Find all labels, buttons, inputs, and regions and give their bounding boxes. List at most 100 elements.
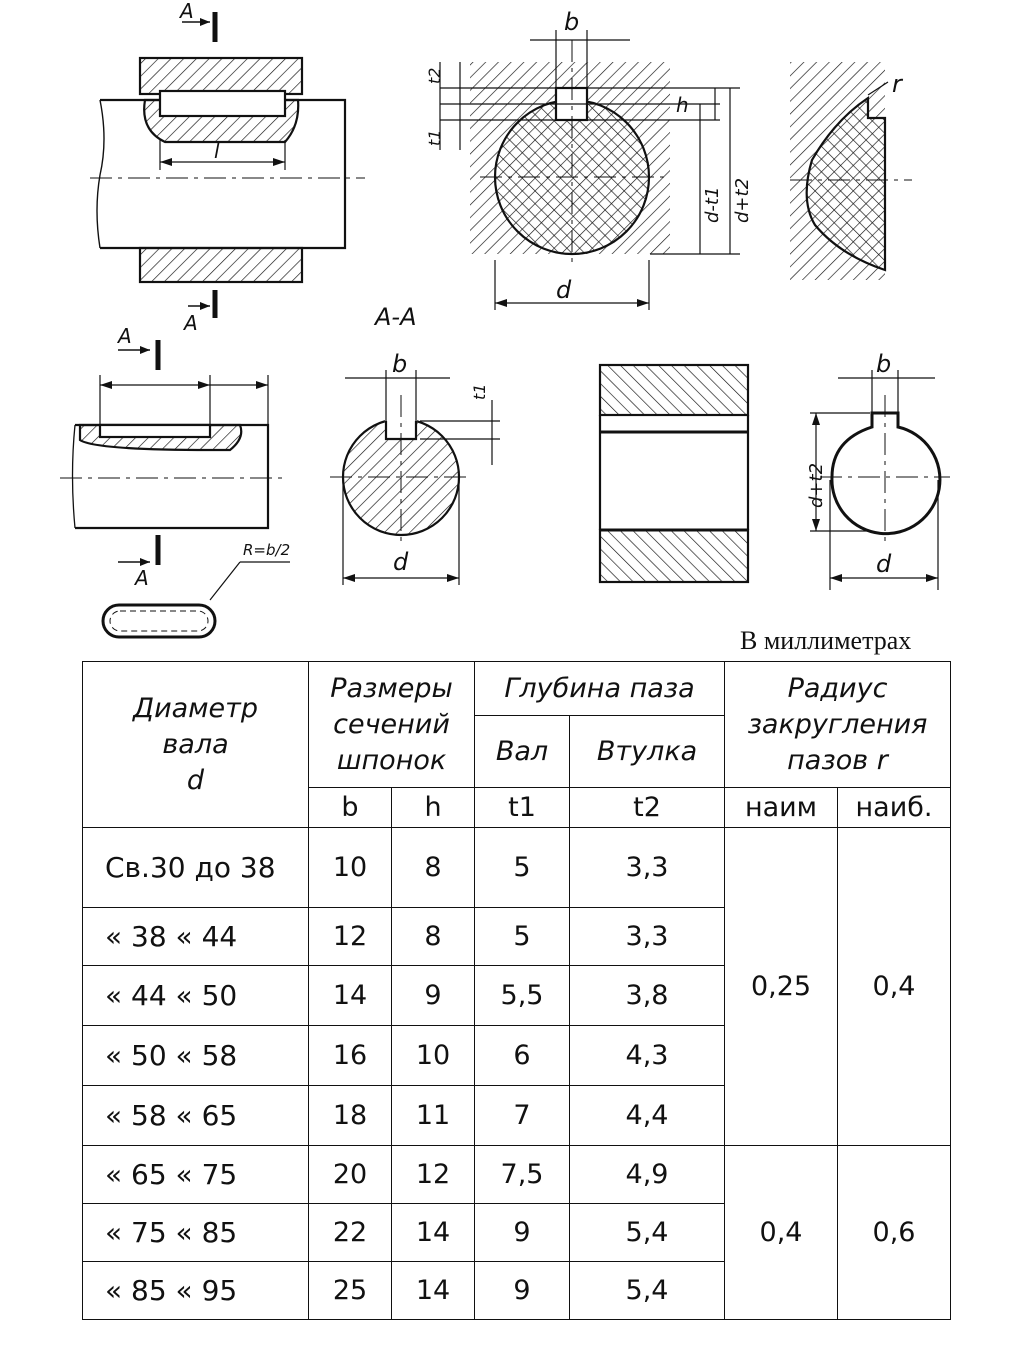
key-dimensions-table: Диаметр вала d Размеры сечений шпонок Гл… <box>82 661 951 1320</box>
label-d-minus-t1: d-t1 <box>702 187 723 223</box>
header-diameter-line3: d <box>186 764 205 796</box>
section-mark-bottom-2: A <box>133 566 149 590</box>
label-diameter-d-1: d <box>556 276 572 304</box>
cell-t2: 5,4 <box>569 1261 725 1320</box>
header-radius-line1: Радиус <box>787 672 888 704</box>
header-diameter: Диаметр вала d <box>82 661 309 828</box>
cell-t1: 9 <box>474 1203 570 1262</box>
header-radius-line3: пазов r <box>787 744 888 776</box>
header-t1: t1 <box>474 787 570 828</box>
cell-b: 20 <box>308 1145 392 1204</box>
shaft-hub-assembly-view <box>90 12 365 318</box>
label-d-plus-t2-2: d+t2 <box>806 463 827 508</box>
cell-r-max-group2: 0,6 <box>837 1145 951 1320</box>
cell-t1: 7 <box>474 1085 570 1146</box>
cell-t1: 5,5 <box>474 965 570 1026</box>
technical-drawings: l A A b h t2 t1 d d-t1 d+t2 r <box>60 0 950 639</box>
shaft-slot-view <box>60 340 290 639</box>
cell-h: 8 <box>391 827 475 908</box>
cell-b: 18 <box>308 1085 392 1146</box>
cell-d: « 44 « 50 <box>82 965 309 1026</box>
cell-r-min-group2: 0,4 <box>724 1145 838 1320</box>
label-end-radius: R=b/2 <box>243 541 290 559</box>
cell-d: « 85 « 95 <box>82 1261 309 1320</box>
section-mark-top-1: A <box>178 0 194 23</box>
cell-d: « 58 « 65 <box>82 1085 309 1146</box>
cell-t2: 3,8 <box>569 965 725 1026</box>
header-slot-depth: Глубина паза <box>474 661 725 716</box>
section-mark-top-2: A <box>116 324 132 348</box>
header-radius-line2: закругления <box>747 708 928 740</box>
cell-t2: 4,4 <box>569 1085 725 1146</box>
cell-r-min-group1: 0,25 <box>724 827 838 1146</box>
shaft-hub-cross-section <box>439 30 740 310</box>
cell-t2: 3,3 <box>569 907 725 966</box>
cell-t2: 3,3 <box>569 827 725 908</box>
cell-r-max-group1: 0,4 <box>837 827 951 1146</box>
cell-d: « 75 « 85 <box>82 1203 309 1262</box>
cell-h: 8 <box>391 907 475 966</box>
table-row: « 38 « 44 12 8 5 3,3 <box>82 907 951 966</box>
table-row: « 75 « 85 22 14 9 5,4 <box>82 1203 951 1262</box>
label-d-plus-t2: d+t2 <box>732 178 753 223</box>
cell-b: 22 <box>308 1203 392 1262</box>
label-length-l: l <box>214 139 220 163</box>
label-diameter-d-2: d <box>393 548 409 576</box>
header-hub: Втулка <box>569 715 725 788</box>
header-t2: t2 <box>569 787 725 828</box>
cell-d: Св.30 до 38 <box>82 827 309 908</box>
hub-cross-section <box>810 370 950 590</box>
label-width-b-3: b <box>876 350 891 378</box>
header-r-min: наим <box>724 787 838 828</box>
section-title: A-A <box>373 303 417 331</box>
label-t1-2: t1 <box>470 384 489 400</box>
header-radius: Радиус закругления пазов r <box>724 661 951 788</box>
label-height-h: h <box>676 93 689 117</box>
label-t1-1: t1 <box>425 130 444 146</box>
header-key-sizes-line2: сечений <box>333 708 450 740</box>
table-row: « 58 « 65 18 11 7 4,4 <box>82 1085 951 1146</box>
table-row: « 85 « 95 25 14 9 5,4 <box>82 1261 951 1320</box>
header-key-sizes-line3: шпонок <box>336 744 447 776</box>
label-diameter-d-3: d <box>876 550 892 578</box>
cell-h: 12 <box>391 1145 475 1204</box>
header-diameter-line2: вала <box>162 728 229 760</box>
cell-b: 14 <box>308 965 392 1026</box>
header-r-max: наиб. <box>837 787 951 828</box>
header-key-sizes: Размеры сечений шпонок <box>308 661 475 788</box>
cell-h: 11 <box>391 1085 475 1146</box>
cell-d: « 38 « 44 <box>82 907 309 966</box>
cell-b: 25 <box>308 1261 392 1320</box>
header-b: b <box>308 787 392 828</box>
cell-d: « 50 « 58 <box>82 1025 309 1086</box>
cell-h: 10 <box>391 1025 475 1086</box>
cell-t1: 7,5 <box>474 1145 570 1204</box>
cell-t1: 5 <box>474 827 570 908</box>
cell-h: 14 <box>391 1203 475 1262</box>
label-t2-1: t2 <box>425 68 444 84</box>
header-shaft: Вал <box>474 715 570 788</box>
cell-t1: 6 <box>474 1025 570 1086</box>
cell-t2: 5,4 <box>569 1203 725 1262</box>
cell-b: 12 <box>308 907 392 966</box>
cell-t1: 9 <box>474 1261 570 1320</box>
cell-t1: 5 <box>474 907 570 966</box>
header-diameter-line1: Диаметр <box>132 692 259 724</box>
label-radius-r: r <box>892 70 904 98</box>
slot-radius-detail <box>790 62 912 280</box>
units-note: В миллиметрах <box>740 626 912 655</box>
label-width-b-2: b <box>392 350 407 378</box>
table-row: Св.30 до 38 10 8 5 3,3 0,25 0,4 <box>82 827 951 1146</box>
hub-longitudinal-section <box>598 363 750 584</box>
cell-h: 14 <box>391 1261 475 1320</box>
table-row: « 65 « 75 20 12 7,5 4,9 0,4 0,6 <box>82 1145 951 1320</box>
header-h: h <box>391 787 475 828</box>
cell-h: 9 <box>391 965 475 1026</box>
cell-b: 16 <box>308 1025 392 1086</box>
section-a-a-shaft <box>330 370 500 585</box>
label-width-b-1: b <box>564 8 579 36</box>
header-key-sizes-line1: Размеры <box>330 672 453 704</box>
table-row: « 50 « 58 16 10 6 4,3 <box>82 1025 951 1086</box>
cell-t2: 4,3 <box>569 1025 725 1086</box>
cell-d: « 65 « 75 <box>82 1145 309 1204</box>
